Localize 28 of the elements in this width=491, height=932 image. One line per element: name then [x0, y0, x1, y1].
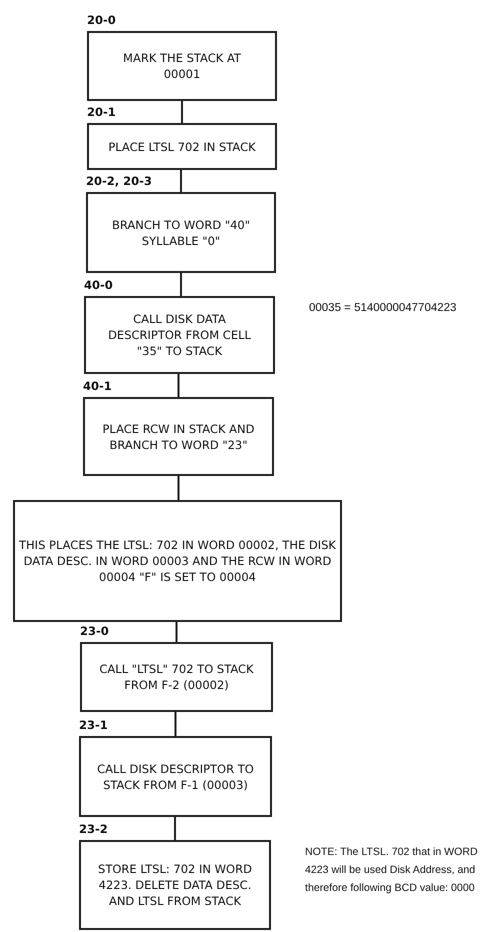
step-number: 23-1 [79, 718, 108, 732]
step-text: BRANCH TO WORD "40" SYLLABLE "0" [110, 216, 252, 248]
step-text: CALL DISK DESCRIPTOR TO STACK FROM F-1 (00003) [96, 760, 255, 792]
connector-line [181, 101, 183, 123]
connector-line [180, 170, 182, 192]
connector-line [178, 476, 180, 500]
step-text: CALL DISK DATA DESCRIPTOR FROM CELL "35" TO STACK [107, 311, 252, 359]
step-number: 40-1 [83, 379, 112, 393]
connector-line [174, 712, 176, 736]
step-text: STORE LTSL: 702 IN WORD 4223. DELETE DATA DESC. AND LTSL FROM STACK [97, 861, 253, 909]
connector-line [178, 374, 180, 397]
step-number: 20-1 [87, 105, 116, 119]
connector-line [174, 817, 176, 840]
note-text: NOTE: The LTSL. 702 that in WORD 4223 will be used Disk Address, and therefore following BCD value: 0000 [305, 845, 479, 896]
step-text: MARK THE STACK AT 00001 [122, 50, 242, 82]
process-box [13, 500, 342, 622]
step-text: THIS PLACES THE LTSL: 702 IN WORD 00002, THE DISK DATA DESC. IN WORD 00003 AND THE RCW IN WORD 00004 "F" IS SET TO 00004 [18, 537, 337, 585]
step-text: CALL "LTSL" 702 TO STACK FROM F-2 (00002) [98, 661, 255, 693]
connector-line [176, 622, 178, 642]
step-text: PLACE RCW IN STACK AND BRANCH TO WORD "23" [102, 420, 256, 452]
value-note: 00035 = 5140000047704223 [309, 301, 458, 316]
step-number: 20-0 [87, 13, 116, 27]
step-number: 40-0 [84, 278, 113, 292]
step-number: 23-0 [80, 624, 109, 638]
step-number: 20-2, 20-3 [86, 174, 152, 188]
step-text: PLACE LTSL 702 IN STACK [107, 138, 257, 154]
connector-line [180, 273, 182, 296]
step-number: 23-2 [79, 822, 108, 836]
